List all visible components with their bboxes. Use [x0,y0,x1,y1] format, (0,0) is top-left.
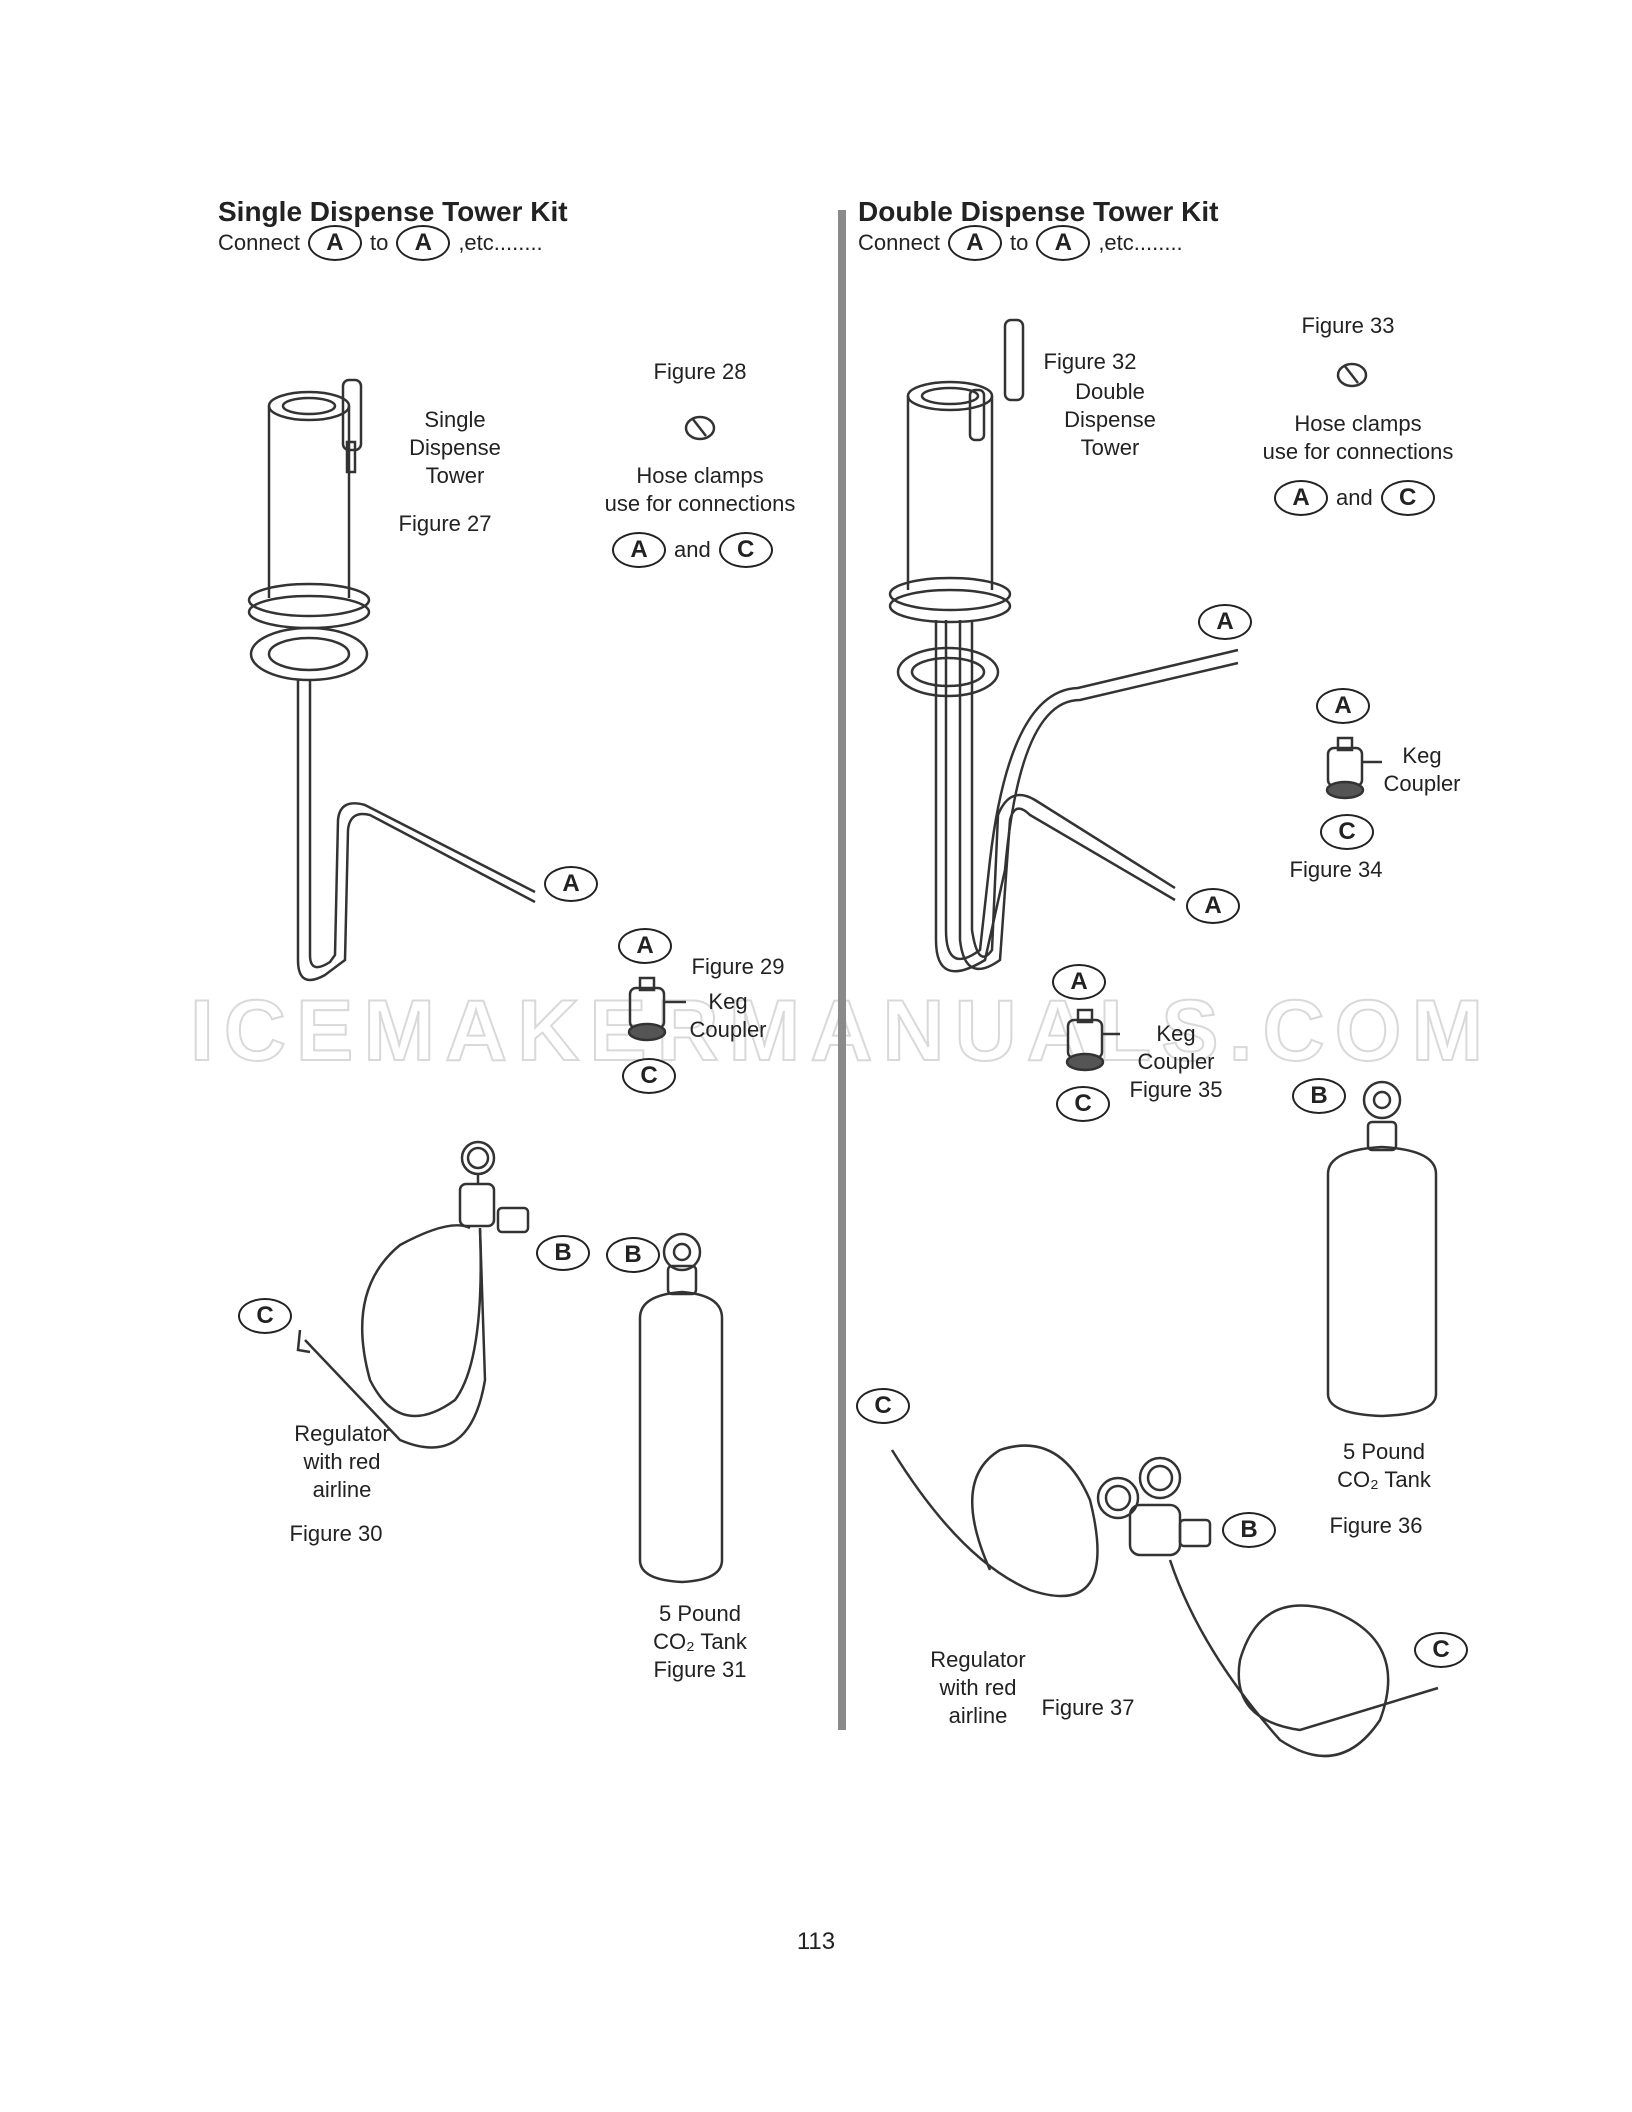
connect-etc: ,etc........ [1098,230,1183,255]
fig37-c1-bubble: C [856,1388,910,1424]
connect-from-bubble: A [307,225,362,261]
fig32-line2: Dispense [1064,407,1156,432]
fig28-label: Hose clamps use for connections [580,462,820,518]
co2-tank-36-drawing [1326,1080,1438,1418]
fig34-c-bubble: C [1320,814,1374,850]
fig34-a-bubble: A [1316,688,1370,724]
double-tower-drawing [888,318,1239,973]
tube-a1-bubble: A [1198,604,1252,640]
fig36-caption: Figure 36 [1329,1513,1423,1538]
connect-to-bubble: A [1036,225,1091,261]
fig30-line2: with red [303,1449,381,1474]
fig32-label: Double Dispense Tower [1050,378,1170,462]
fig30-line1: Regulator [294,1421,390,1446]
co2-tank-31-drawing [638,1232,724,1584]
fig27-line3: Tower [425,463,485,488]
fig28-line1: Hose clamps [636,463,764,488]
fig27-line1: Single [424,407,486,432]
fig35-caption: Figure 35 [1129,1077,1223,1102]
fig32-line3: Tower [1080,435,1140,460]
fig31-line2: CO₂ Tank [653,1629,747,1654]
fig35-line1: Keg [1156,1021,1196,1046]
fig28-and: and [674,537,711,562]
fig33-a-bubble: A [1274,480,1328,516]
fig34-line1: Keg [1402,743,1442,768]
fig35-label: Keg Coupler [1130,1020,1222,1076]
fig29-label: Keg Coupler [682,988,774,1044]
fig29-a-bubble: A [618,928,672,964]
fig29-line1: Keg [708,989,748,1014]
keg-coupler-29-drawing [627,976,686,1042]
connect-from-bubble: A [947,225,1002,261]
fig37-b-bubble: B [1222,1512,1276,1548]
fig31-line1: 5 Pound [659,1601,741,1626]
fig31-b-bubble: B [606,1237,660,1273]
connect-etc: ,etc........ [458,230,543,255]
fig28-c-bubble: C [718,532,773,568]
fig30-b-bubble: B [536,1235,590,1271]
tube-a2-bubble: A [1186,888,1240,924]
fig34-caption: Figure 34 [1289,857,1383,882]
connect-to-bubble: A [396,225,451,261]
fig28-caption: Figure 28 [653,359,747,384]
fig37-line3: airline [948,1703,1008,1728]
right-connect-line: Connect A to A ,etc........ [858,225,1183,261]
fig33-label: Hose clamps use for connections [1238,410,1478,466]
fig37-caption: Figure 37 [1041,1695,1135,1720]
connect-to-word: to [369,230,389,255]
tube-a-bubble: A [544,866,598,902]
keg-coupler-34-drawing [1325,736,1382,800]
single-tower-drawing [247,378,536,982]
fig28-connect: A and C [612,532,773,568]
fig30-label: Regulator with red airline [282,1420,402,1504]
fig34-label: Keg Coupler [1376,742,1468,798]
fig37-line2: with red [939,1675,1017,1700]
fig36-label: 5 Pound CO₂ Tank [1324,1438,1444,1494]
fig36-line2: CO₂ Tank [1337,1467,1431,1492]
fig30-line3: airline [312,1477,372,1502]
column-divider [838,210,846,1730]
fig27-caption: Figure 27 [398,511,492,536]
fig32-line1: Double [1075,379,1145,404]
regulator-30-drawing [296,1140,530,1449]
fig35-c-bubble: C [1056,1086,1110,1122]
fig36-line1: 5 Pound [1343,1439,1425,1464]
fig35-a-bubble: A [1052,964,1106,1000]
fig32-caption: Figure 32 [1043,349,1137,374]
fig33-c-bubble: C [1380,480,1435,516]
fig27-line2: Dispense [409,435,501,460]
fig33-and: and [1336,485,1373,510]
keg-coupler-35-drawing [1065,1008,1120,1072]
regulator-37-drawing [890,1444,1439,1758]
fig27-label: Single Dispense Tower [395,406,515,490]
fig29-line2: Coupler [689,1017,767,1042]
fig29-c-bubble: C [622,1058,676,1094]
fig30-c-bubble: C [238,1298,292,1334]
fig33-line2: use for connections [1262,439,1454,464]
right-title: Double Dispense Tower Kit [858,196,1219,227]
connect-to-word: to [1009,230,1029,255]
fig30-caption: Figure 30 [289,1521,383,1546]
fig28-line2: use for connections [604,491,796,516]
fig28-a-bubble: A [612,532,666,568]
fig37-label: Regulator with red airline [918,1646,1038,1730]
fig37-line1: Regulator [930,1647,1026,1672]
fig31-caption: Figure 31 [653,1657,747,1682]
fig33-connect: A and C [1274,480,1435,516]
connect-word: Connect [218,230,300,255]
left-title: Single Dispense Tower Kit [218,196,568,227]
page-number: 113 [796,1928,836,1955]
fig29-caption: Figure 29 [691,954,785,979]
fig34-line2: Coupler [1383,771,1461,796]
fig33-line1: Hose clamps [1294,411,1422,436]
fig35-line2: Coupler [1137,1049,1215,1074]
fig37-c2-bubble: C [1414,1632,1468,1668]
connect-word: Connect [858,230,940,255]
left-connect-line: Connect A to A ,etc........ [218,225,543,261]
fig36-b-bubble: B [1292,1078,1346,1114]
fig33-caption: Figure 33 [1301,313,1395,338]
watermark: ICEMAKERMANUALS.COM [189,982,1494,1080]
fig31-label: 5 Pound CO₂ Tank Figure 31 [640,1600,760,1684]
